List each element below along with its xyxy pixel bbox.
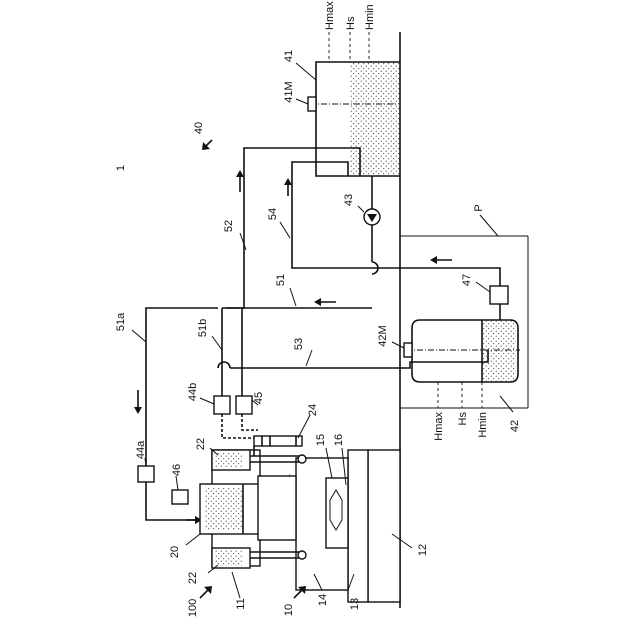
- label-22-upper: 22: [195, 438, 207, 450]
- label-tank41-hmin: Hmin: [364, 4, 376, 30]
- label-10: 10: [283, 604, 295, 616]
- label-42M: 42M: [377, 325, 389, 346]
- sensor-47: [490, 286, 508, 304]
- valve-44b: [214, 396, 230, 414]
- label-45: 45: [253, 392, 265, 404]
- label-43: 43: [343, 194, 355, 206]
- label-P: P: [473, 204, 485, 211]
- sensor-46: [172, 490, 188, 504]
- label-15: 15: [315, 434, 327, 446]
- label-42: 42: [509, 420, 521, 432]
- label-tank41-hs: Hs: [345, 16, 357, 30]
- label-54: 54: [267, 208, 279, 220]
- label-51a: 51a: [115, 312, 127, 331]
- label-51: 51: [275, 274, 287, 286]
- pump-43: [364, 209, 380, 225]
- label-13: 13: [349, 598, 361, 610]
- label-14: 14: [317, 594, 329, 606]
- label-51b: 51b: [197, 319, 209, 337]
- label-52: 52: [223, 220, 235, 232]
- label-41: 41: [283, 50, 295, 62]
- label-100: 100: [187, 599, 199, 617]
- label-tank42-hmax: Hmax: [433, 412, 445, 441]
- label-12: 12: [417, 544, 429, 556]
- label-44a: 44a: [135, 440, 147, 459]
- tank-42: [404, 320, 520, 408]
- label-tank41-hmax: Hmax: [324, 1, 336, 30]
- label-44b: 44b: [187, 383, 199, 401]
- label-22-lower: 22: [187, 572, 199, 584]
- label-11: 11: [235, 598, 247, 609]
- valve-44a: [138, 466, 154, 482]
- figure-number: 1: [115, 165, 127, 171]
- press-machine: [200, 436, 400, 602]
- label-53: 53: [293, 338, 305, 350]
- label-tank42-hs: Hs: [457, 412, 469, 426]
- label-41M: 41M: [283, 81, 295, 102]
- label-20: 20: [169, 546, 181, 558]
- valve-45: [236, 396, 252, 414]
- label-46: 46: [171, 464, 183, 476]
- label-40: 40: [193, 122, 205, 134]
- label-tank42-hmin: Hmin: [477, 412, 489, 438]
- tank-41: [308, 32, 400, 176]
- label-24: 24: [307, 404, 319, 416]
- label-47: 47: [461, 274, 473, 286]
- label-16: 16: [333, 434, 345, 446]
